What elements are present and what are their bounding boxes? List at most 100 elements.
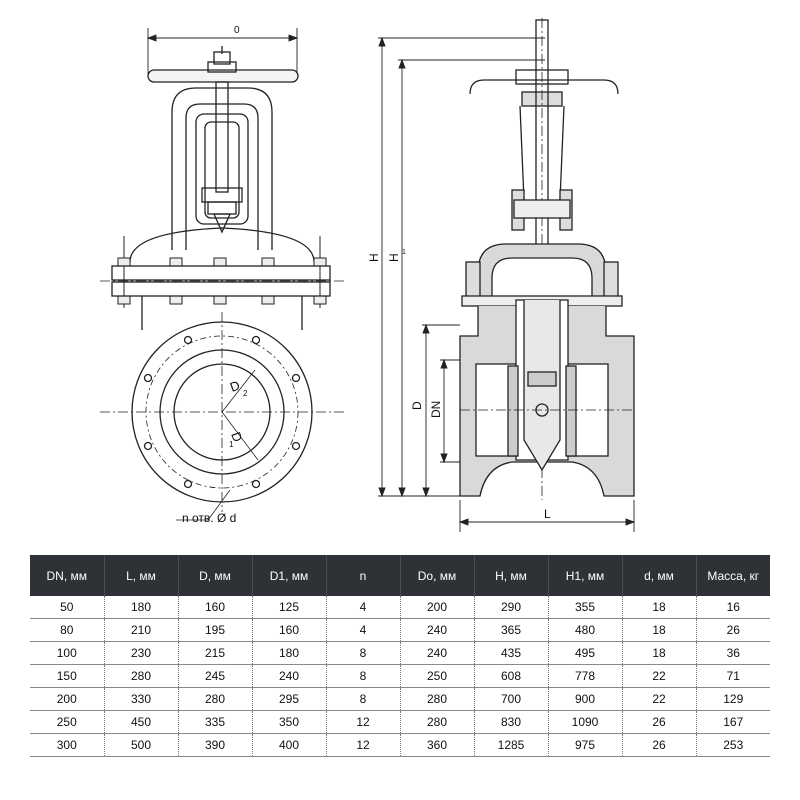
table-cell: 210 [104, 618, 179, 642]
table-cell: 778 [548, 664, 623, 688]
label-d1-sub: 1 [229, 440, 234, 449]
table-cell: 80 [30, 618, 105, 642]
table-cell: 160 [252, 618, 327, 642]
column-header-d1: D1, мм [252, 555, 327, 596]
table-cell: 400 [252, 733, 327, 757]
front-width-label: 0 [234, 25, 240, 36]
table-cell: 330 [104, 687, 179, 711]
table-cell: 240 [400, 641, 475, 665]
table-cell: 18 [622, 641, 697, 665]
label-h1: H [387, 253, 401, 262]
column-header-d-hole: d, мм [622, 555, 697, 596]
section-bonnet [461, 243, 623, 307]
section-body [459, 299, 635, 497]
table-cell: 250 [400, 664, 475, 688]
specification-table: DN, мм L, мм D, мм D1, мм n Do, мм H, мм… [30, 555, 770, 757]
gate-valve-drawing: 0 [100, 18, 636, 532]
label-h1-sub: 1 [402, 249, 406, 256]
yoke [171, 81, 273, 250]
table-cell: 150 [30, 664, 105, 688]
table-cell: 295 [252, 687, 327, 711]
table-cell: 390 [178, 733, 253, 757]
table-cell: 180 [252, 641, 327, 665]
table-cell: 253 [696, 733, 770, 757]
height-dimensions [378, 36, 545, 498]
table-cell: 12 [326, 733, 401, 757]
table-cell: 355 [548, 596, 623, 619]
table-cell: 1285 [474, 733, 549, 757]
label-l: L [544, 507, 551, 521]
table-cell: 280 [400, 687, 475, 711]
table-cell: 4 [326, 596, 401, 619]
table-cell: 500 [104, 733, 179, 757]
table-cell: 480 [548, 618, 623, 642]
table-cell: 250 [30, 710, 105, 734]
length-dimension [458, 500, 636, 532]
table-cell: 180 [104, 596, 179, 619]
bonnet [129, 227, 315, 263]
table-cell: 280 [104, 664, 179, 688]
section-yoke [511, 105, 573, 231]
table-cell: 8 [326, 664, 401, 688]
table-cell: 4 [326, 618, 401, 642]
table-cell: 71 [696, 664, 770, 688]
label-flange-d: D [410, 401, 424, 410]
table-cell: 335 [178, 710, 253, 734]
table-cell: 240 [400, 618, 475, 642]
table-cell: 240 [252, 664, 327, 688]
bonnet-bolts [117, 236, 327, 308]
table-cell: 100 [30, 641, 105, 665]
table-cell: 8 [326, 641, 401, 665]
table-cell: 12 [326, 710, 401, 734]
body-flange-top [111, 265, 331, 281]
table-cell: 230 [104, 641, 179, 665]
column-header-l: L, мм [104, 555, 179, 596]
body [141, 296, 303, 330]
column-header-n: n [326, 555, 401, 596]
table-cell: 26 [622, 733, 697, 757]
table-cell: 16 [696, 596, 770, 619]
table-cell: 8 [326, 687, 401, 711]
front-width-dimension [146, 28, 299, 74]
table-cell: 36 [696, 641, 770, 665]
table-header-row: DN, мм L, мм D, мм D1, мм n Do, мм H, мм… [30, 555, 770, 596]
table-cell: 360 [400, 733, 475, 757]
label-d2: D [228, 378, 242, 395]
section-view: H H 1 D DN L [367, 18, 636, 532]
table-cell: 22 [622, 664, 697, 688]
table-cell: 290 [474, 596, 549, 619]
label-holes: n отв. Ø d [182, 511, 236, 525]
table-cell: 830 [474, 710, 549, 734]
table-cell: 22 [622, 687, 697, 711]
table-cell: 1090 [548, 710, 623, 734]
table-cell: 975 [548, 733, 623, 757]
table-cell: 700 [474, 687, 549, 711]
table-cell: 167 [696, 710, 770, 734]
table-cell: 18 [622, 596, 697, 619]
label-d2-sub: 2 [243, 389, 248, 398]
table-cell: 608 [474, 664, 549, 688]
table-cell: 280 [178, 687, 253, 711]
column-header-d: D, мм [178, 555, 253, 596]
table-cell: 26 [622, 710, 697, 734]
column-header-do: Do, мм [400, 555, 475, 596]
table-cell: 50 [30, 596, 105, 619]
table-cell: 300 [30, 733, 105, 757]
table-cell: 365 [474, 618, 549, 642]
table-cell: 450 [104, 710, 179, 734]
label-h: H [367, 253, 381, 262]
table-cell: 160 [178, 596, 253, 619]
table-cell: 18 [622, 618, 697, 642]
table-cell: 435 [474, 641, 549, 665]
pipe-flange-circle [100, 312, 344, 521]
table-cell: 26 [696, 618, 770, 642]
table-cell: 125 [252, 596, 327, 619]
table-cell: 350 [252, 710, 327, 734]
table-cell: 900 [548, 687, 623, 711]
